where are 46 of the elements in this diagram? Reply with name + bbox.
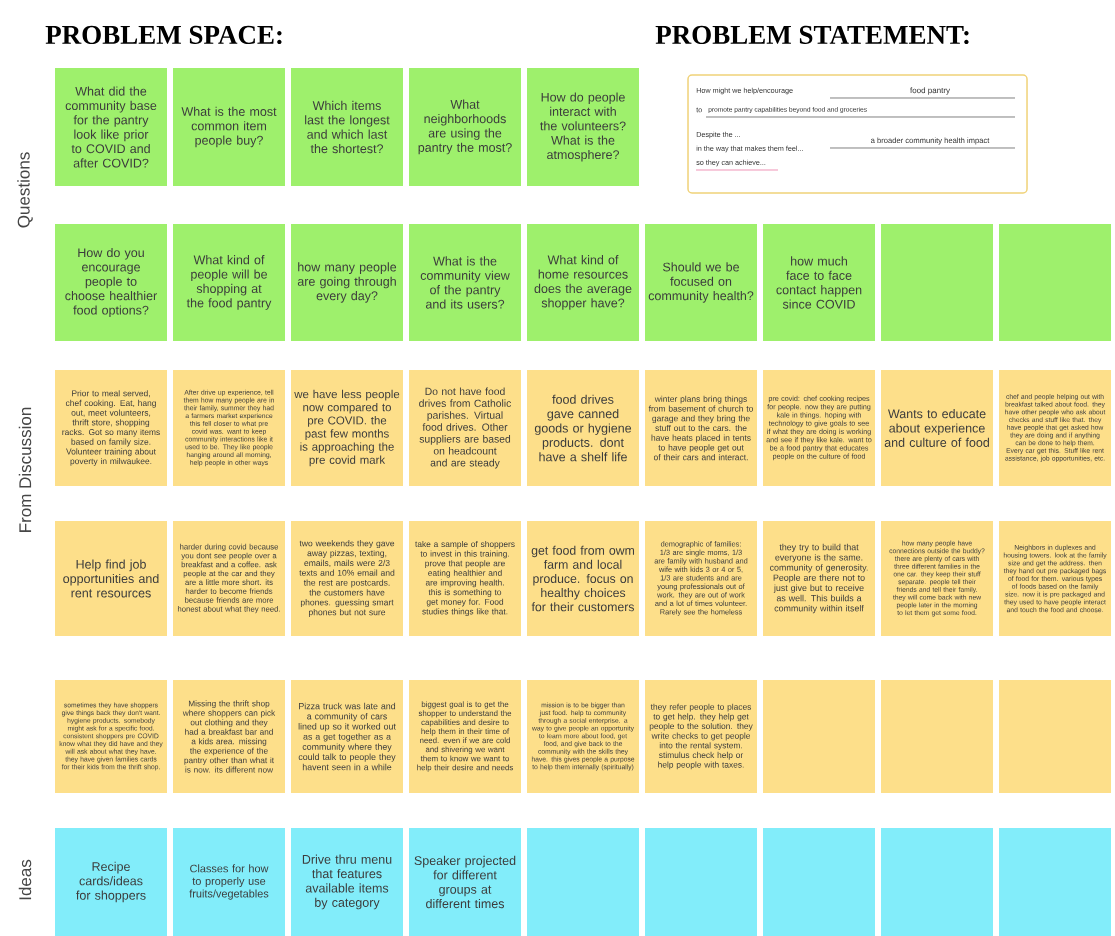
sticky-note: How do you encourage people to choose healthier food options? (55, 224, 167, 341)
sticky-note: What is the community view of the pantry and its users? (409, 224, 521, 341)
empty-sticky-note (645, 828, 757, 936)
sticky-note: Speaker projected for different groups at different times (409, 828, 521, 936)
heading: PROBLEM STATEMENT: (655, 25, 969, 45)
sticky-note: Drive thru menu that features available items by category (291, 828, 403, 936)
sticky-note: How do people interact with the volunteers? What is the atmosphere? (527, 68, 639, 186)
empty-sticky-note (763, 828, 875, 936)
empty-sticky-note (881, 224, 993, 341)
sticky-note: What neighborhoods are using the pantry the most? (409, 68, 521, 186)
sticky-note: Which items last the longest and which last the shortest? (291, 68, 403, 186)
row-label: From Discussion (18, 407, 32, 532)
sticky-note: What did the community base for the pantry look like prior to COVID and after COVID? (55, 68, 167, 186)
sticky-note: What kind of people will be shopping at the food pantry (173, 224, 285, 341)
sticky-note: Recipe cards/ideas for shoppers (55, 828, 167, 936)
sticky-note: Missing the thrift shop where shoppers can pick out clothing and they had a breakfast bar and a kids area. missing the experience of the pantry other than what it is now. its different now (173, 680, 285, 793)
sticky-note: Do not have food drives from Catholic parishes. Virtual food drives. Other suppliers are based on headcount and are steady (409, 370, 521, 486)
sticky-note: how many people are going through every day? (291, 224, 403, 341)
sticky-note: Prior to meal served, chef cooking. Eat, hang out, meet volunteers, thrift store, shopping racks. Got so many items based on family size. Volunteer training about poverty in milwaukee. (55, 370, 167, 486)
empty-sticky-note (881, 680, 993, 793)
sticky-note: Pizza truck was late and a community of cars lined up so it worked out as a get together as a community where they could talk to people they havent seen in a while (291, 680, 403, 793)
empty-sticky-note (527, 828, 639, 936)
sticky-note: What kind of home resources does the average shopper have? (527, 224, 639, 341)
empty-sticky-note (999, 828, 1111, 936)
sticky-note: Wants to educate about experience and culture of food (881, 370, 993, 486)
sticky-note: take a sample of shoppers to invest in this training. prove that people are eating healthier and are improving health. this is something to get money for. Food studies things like that. (409, 521, 521, 636)
empty-sticky-note (881, 828, 993, 936)
row-label: Questions (17, 152, 33, 228)
sticky-note: Should we be focused on community health? (645, 224, 757, 341)
sticky-note: get food from owm farm and local produce. focus on healthy choices for their customers (527, 521, 639, 636)
sticky-note: Help find job opportunities and rent resources (55, 521, 167, 636)
sticky-note: they try to build that everyone is the same. community of generosity. People are there not to just give but to receive as well. This builds a community within itself (763, 521, 875, 636)
empty-sticky-note (999, 224, 1111, 341)
sticky-note: Classes for how to properly use fruits/vegetables (173, 828, 285, 936)
sticky-note: we have less people now compared to pre COVID. the past few months is approaching the pre covid mark (291, 370, 403, 486)
heading: PROBLEM SPACE: (45, 25, 282, 45)
sticky-note: What is the most common item people buy? (173, 68, 285, 186)
empty-sticky-note (763, 680, 875, 793)
empty-sticky-note (999, 680, 1111, 793)
sticky-note: food drives gave canned goods or hygiene products. dont have a shelf life (527, 370, 639, 486)
sticky-note: how much face to face contact happen since COVID (763, 224, 875, 341)
sticky-note: two weekends they gave away pizzas, texting, emails, mails were 2/3 texts and 10% email and the rest are postcards. the customers have phones. guessing smart phones but not sure (291, 521, 403, 636)
sticky-note: winter plans bring things from basement of church to garage and they bring the stuff out to the cars. the have heats placed in tents to have people get out of their cars and interact. (645, 370, 757, 486)
sticky-note: they refer people to places to get help. they help get people to the solution. they write checks to get people into the rental system. stimulus check help or help people with taxes. (645, 680, 757, 793)
statement-text: food pantry (910, 87, 950, 95)
row-label: Ideas (18, 859, 32, 900)
